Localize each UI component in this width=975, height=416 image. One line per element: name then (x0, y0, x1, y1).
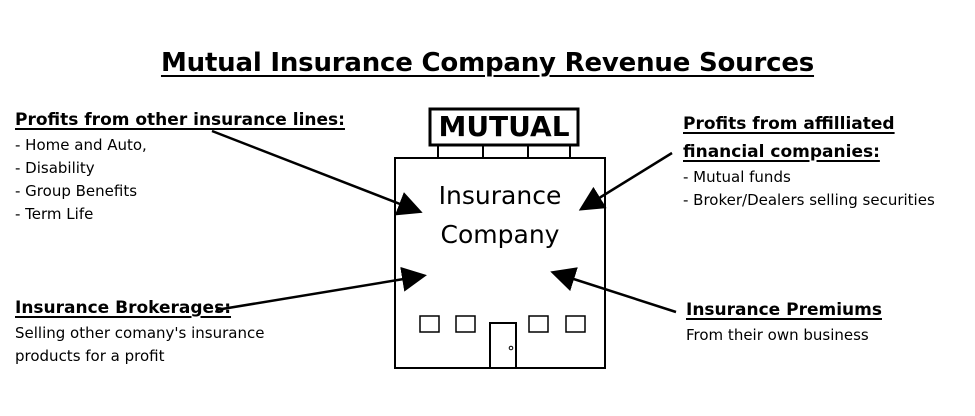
source-affiliated: Profits from affilliated financial compa… (683, 110, 935, 212)
source-item: - Disability (15, 159, 95, 177)
source-item: Selling other comany's insurance (15, 324, 265, 342)
source-heading: Insurance Premiums (686, 300, 882, 320)
source-heading: Insurance Brokerages: (15, 298, 232, 318)
window (419, 315, 440, 333)
source-heading: financial companies: (683, 142, 880, 162)
door-knob (508, 345, 514, 351)
diagram-title: Mutual Insurance Company Revenue Sources (160, 48, 815, 78)
source-item: - Mutual funds (683, 168, 791, 186)
source-premiums: Insurance Premiums From their own busine… (686, 296, 882, 347)
source-item: - Group Benefits (15, 182, 138, 200)
window (565, 315, 586, 333)
arrow-premiums (550, 267, 677, 314)
source-heading: Profits from affilliated (683, 114, 895, 134)
arrow-other-lines (211, 129, 423, 216)
source-other-lines: Profits from other insurance lines: - Ho… (15, 106, 345, 226)
building-door (489, 322, 517, 369)
arrow-brokerages (215, 266, 427, 312)
source-item: - Term Life (15, 205, 94, 223)
window (455, 315, 476, 333)
source-brokerages: Insurance Brokerages: Selling other coma… (15, 294, 264, 368)
source-item: products for a profit (15, 347, 165, 365)
mutual-sign-label: MUTUAL (438, 110, 570, 143)
window (528, 315, 549, 333)
building-label-line1: Insurance (438, 181, 562, 210)
source-item: - Home and Auto, (15, 136, 147, 154)
building-windows (419, 315, 586, 333)
mutual-sign-box (428, 107, 580, 147)
source-item: - Broker/Dealers selling securities (683, 191, 935, 209)
building-label-line2: Company (440, 220, 560, 249)
sign-posts (437, 145, 571, 158)
source-item: From their own business (686, 326, 869, 344)
source-heading: Profits from other insurance lines: (15, 110, 345, 130)
arrow-affiliated (578, 151, 673, 211)
